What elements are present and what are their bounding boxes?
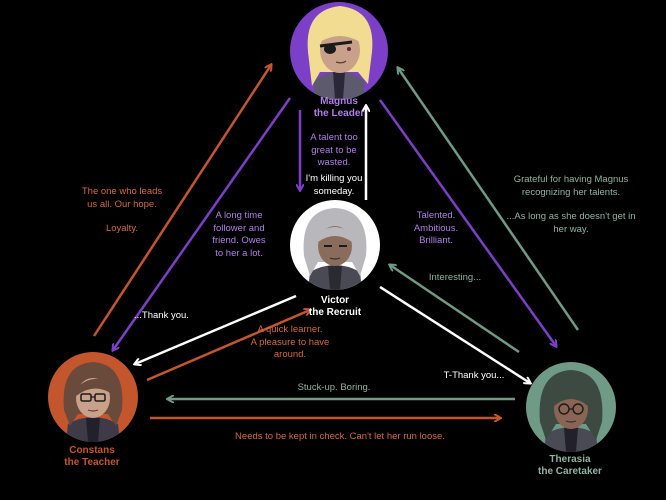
therasia-name-label: Therasia the Caretaker [520,454,620,478]
constans-role: the Teacher [64,457,120,468]
rel-line: around. [273,349,307,360]
rel-line: Brilliant. [419,235,453,246]
rel-line: A long time [215,210,263,221]
rel-magnus-to-victor: A talent too great to be wasted. [304,132,364,170]
constans-name-label: Constans the Teacher [42,445,142,469]
rel-constans-to-victor: A quick learner. A pleasure to have arou… [240,324,340,362]
victor-name-label: Victor the Recruit [292,295,378,319]
victor-portrait [290,200,380,290]
rel-magnus-to-constans: A long time follower and friend. Owes to… [205,210,273,260]
rel-magnus-to-therasia: Talented. Ambitious. Brilliant. [404,210,468,248]
rel-line: friend. Owes [212,235,266,246]
rel-constans-to-magnus: The one who leads us all. Our hope. Loya… [72,186,172,236]
rel-therasia-to-victor: Interesting... [420,272,490,285]
rel-line: Stuck-up. Boring. [297,382,371,393]
rel-victor-to-constans: ...Thank you. [134,310,204,323]
constans-portrait [48,352,138,442]
rel-line: Loyalty. [105,223,139,234]
rel-victor-to-therasia: T-Thank you... [436,370,512,383]
rel-therasia-to-magnus: Grateful for having Magnus recognizing h… [498,174,644,236]
victor-name: Victor [320,295,350,306]
rel-line: A pleasure to have [250,336,330,348]
arrow-magnus-to-constans [113,97,292,350]
rel-line [72,211,172,223]
magnus-name-label: Magnus the Leader [296,96,382,120]
rel-constans-to-therasia: Needs to be kept in check. Can't let her… [200,431,480,444]
arrow-therasia-to-magnus [398,68,580,331]
rel-line: great to be [311,144,357,156]
rel-line: A quick learner. [257,324,323,335]
constans-name: Constans [69,445,115,456]
rel-therasia-to-constans: Stuck-up. Boring. [284,382,384,395]
therasia-portrait [526,362,616,452]
victor-role: the Recruit [308,307,362,318]
magnus-name: Magnus [320,96,358,107]
arrow-therasia-to-victor [390,265,520,354]
rel-line: us all. Our hope. [87,198,157,210]
rel-victor-to-magnus: I'm killing you someday. [298,173,370,198]
rel-line [498,199,644,211]
therasia-name: Therasia [549,454,591,465]
rel-line: follower and [213,222,265,234]
magnus-portrait [290,2,388,100]
rel-line: Grateful for having Magnus [513,174,629,185]
arrow-magnus-to-therasia [378,99,556,346]
rel-line: to her a lot. [215,247,263,259]
rel-line: Talented. [416,210,456,221]
arrow-constans-to-victor [146,310,310,382]
rel-line: Needs to be kept in check. Can't let her… [235,431,445,442]
rel-line: I'm killing you [305,173,363,184]
arrow-victor-to-constans [135,294,297,364]
rel-line: ...As long as she doesn't get in [506,211,636,222]
rel-line: T-Thank you... [443,370,505,381]
rel-line: Interesting... [428,272,482,283]
rel-line: her way. [553,223,589,235]
rel-line: someday. [313,185,355,197]
rel-line: A talent too [310,132,358,143]
rel-line: recognizing her talents. [521,186,621,198]
rel-line: Ambitious. [413,222,459,234]
arrow-constans-to-magnus [92,65,271,337]
rel-line: wasted. [317,157,351,168]
therasia-role: the Caretaker [538,466,602,477]
rel-line: ...Thank you. [134,310,189,321]
magnus-role: the Leader [313,108,365,119]
arrow-victor-to-therasia [379,285,530,383]
rel-line: The one who leads [81,186,163,197]
